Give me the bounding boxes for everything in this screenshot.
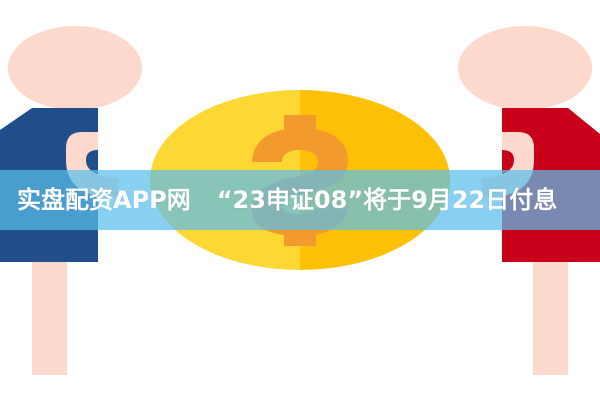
- headline-banner: 实盘配资APP网 “23申证08”将于9月22日付息: [0, 170, 600, 230]
- article-title: “23申证08”将于9月22日付息: [216, 186, 558, 214]
- headline[interactable]: 实盘配资APP网 “23申证08”将于9月22日付息: [17, 170, 557, 230]
- site-name: 实盘配资APP网: [17, 186, 191, 214]
